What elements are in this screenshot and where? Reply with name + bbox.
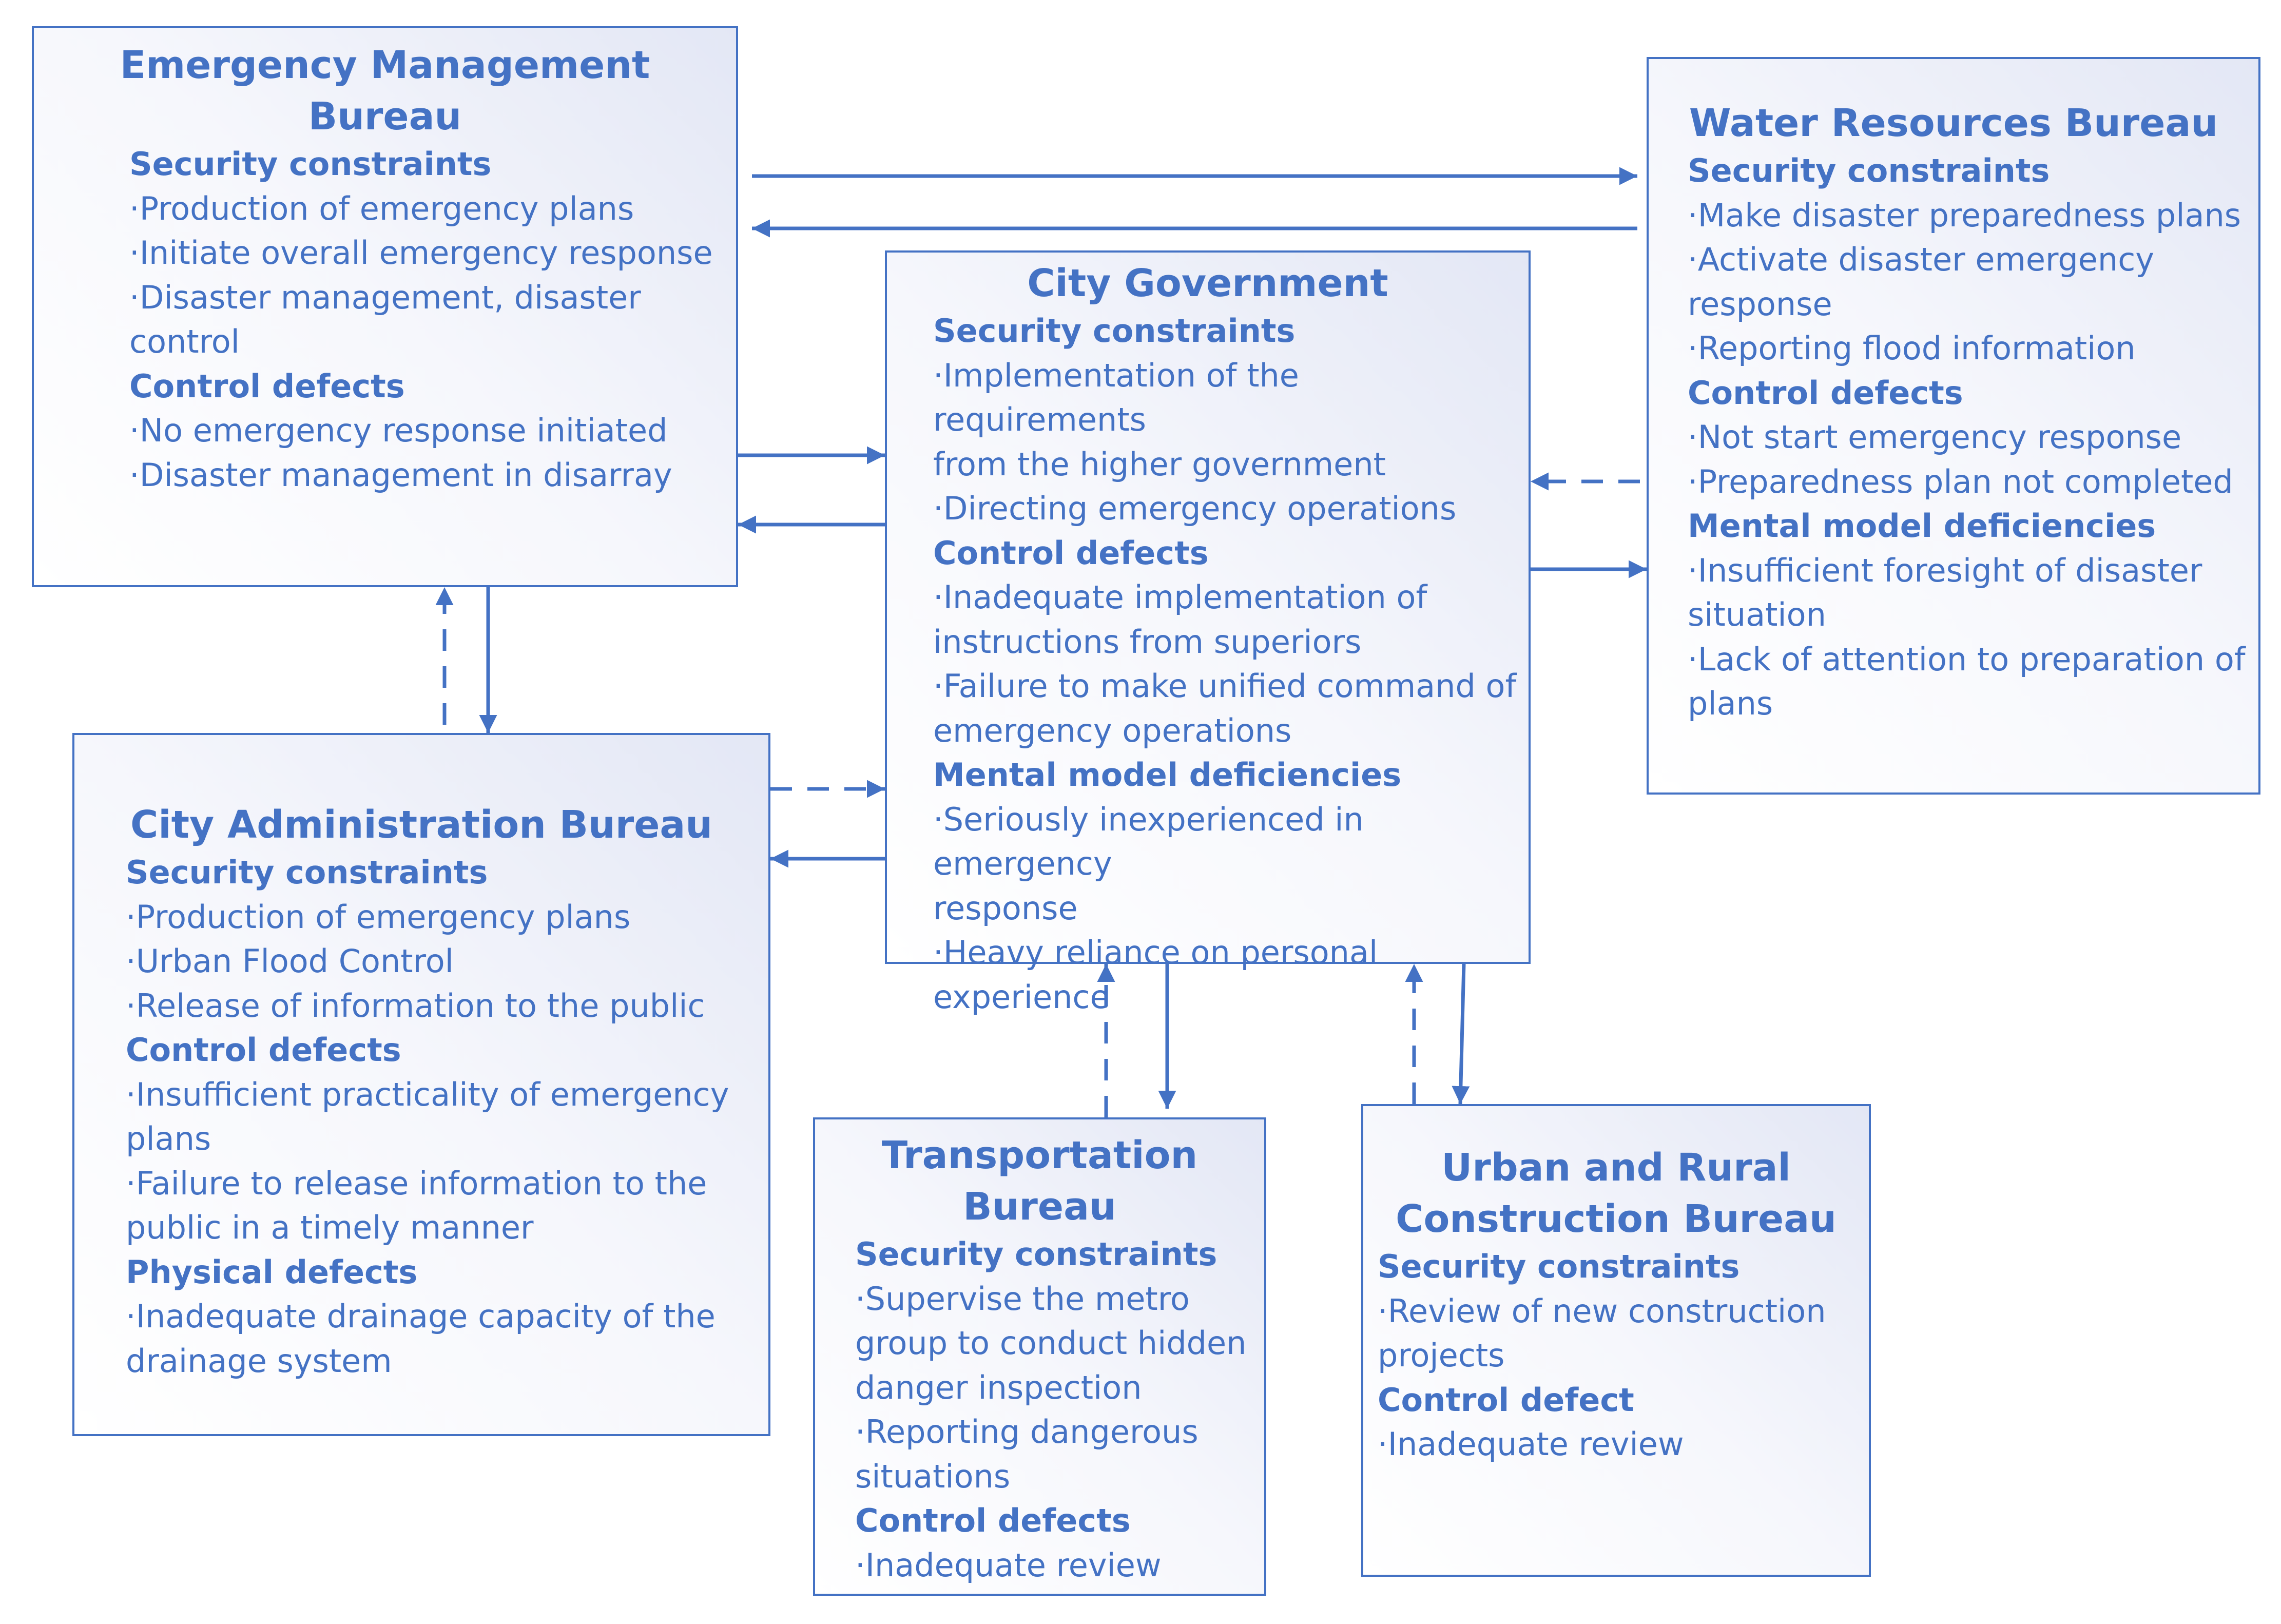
section-item: ·Inadequate drainage capacity of the dra… [126,1298,716,1380]
section-item: ·Inadequate implementation of instructio… [933,578,1427,661]
section-item: ·Not start emergency response [1688,418,2182,456]
box-title: City Administration Bureau [130,803,713,847]
water-resources-bureau-content: Water Resources Bureau Security constrai… [1649,98,2258,726]
section-heading: Security constraints [855,1235,1217,1273]
box-title: Transportation Bureau [881,1133,1198,1229]
urban-rural-construction-bureau-box: Urban and Rural Construction Bureau Secu… [1361,1104,1871,1577]
section-item: ·Lack of attention to preparation of pla… [1688,640,2246,723]
city-administration-bureau-content: City Administration Bureau Security cons… [74,799,768,1383]
section-item: ·Initiate overall emergency response [129,234,713,272]
section-heading: Control defects [1688,374,1963,412]
box-sections: Security constraints ·Make disaster prepa… [1649,149,2258,726]
box-title: City Government [1027,261,1388,305]
section-item: ·Inadequate review [1378,1425,1684,1463]
section-heading: Mental model deficiencies [1688,507,2156,545]
section-heading: Control defect [1378,1381,1634,1419]
section-item: ·Failure to make unified command of emer… [933,667,1517,749]
box-sections: Security constraints ·Production of emerg… [74,850,768,1383]
section-item: ·Insufficient foresight of disaster situ… [1688,551,2202,634]
box-sections: Security constraints ·Supervise the metro… [815,1232,1264,1588]
box-sections: Security constraints ·Review of new const… [1363,1245,1869,1467]
section-heading: Security constraints [126,854,488,891]
water-resources-bureau-box: Water Resources Bureau Security constrai… [1647,57,2260,795]
emergency-management-bureau-box: Emergency Management Bureau Security con… [32,26,738,587]
section-item: ·Inadequate review [855,1546,1162,1584]
section-item: ·Seriously inexperienced in emergency re… [933,800,1364,927]
box-sections: Security constraints ·Implementation of t… [887,309,1529,1019]
section-heading: Physical defects [126,1253,418,1291]
section-item: ·Urban Flood Control [126,942,454,980]
section-item: ·Preparedness plan not completed [1688,462,2233,500]
city-government-box: City Government Security constraints ·Imp… [885,250,1531,1016]
box-sections: Security constraints ·Production of emerg… [34,142,736,497]
transportation-bureau-box: Transportation Bureau Security constrain… [813,1117,1266,1596]
section-item: ·Make disaster preparedness plans [1688,196,2241,234]
section-item: ·Disaster management, disaster control [129,278,641,361]
section-item: ·Release of information to the public [126,987,705,1024]
transportation-bureau-content: Transportation Bureau Security constrain… [815,1130,1264,1588]
section-heading: Security constraints [129,145,492,183]
section-item: ·Activate disaster emergency response [1688,241,2154,323]
urban-rural-construction-bureau-content: Urban and Rural Construction Bureau Secu… [1363,1142,1869,1467]
section-heading: Control defects [129,367,405,405]
section-item: ·No emergency response initiated [129,412,668,449]
section-heading: Control defects [126,1031,401,1069]
section-item: ·Implementation of the requirements from… [933,356,1386,483]
section-item: ·Production of emergency plans [129,189,634,227]
section-heading: Security constraints [1688,152,2050,189]
section-item: ·Production of emergency plans [126,898,631,936]
section-item: ·Supervise the metro group to conduct hi… [855,1280,1247,1406]
city-government-content: City Government Security constraints ·Imp… [887,258,1529,1019]
section-heading: Mental model deficiencies [933,756,1402,794]
section-heading: Security constraints [933,312,1296,350]
arrow-citygov-to-urban [1452,963,1470,1105]
section-heading: Security constraints [1378,1248,1740,1285]
box-title: Water Resources Bureau [1689,101,2218,145]
emergency-management-bureau-content: Emergency Management Bureau Security con… [34,40,736,497]
section-item: ·Heavy reliance on personal experience [933,934,1378,1016]
section-item: ·Failure to release information to the p… [126,1164,707,1247]
section-item: ·Review of new construction projects [1378,1292,1826,1375]
box-title: Urban and Rural Construction Bureau [1396,1146,1837,1241]
section-heading: Control defects [933,534,1209,572]
section-item: ·Disaster management in disarray [129,456,672,494]
section-item: ·Reporting flood information [1688,330,2136,367]
section-item: ·Insufficient practicality of emergency … [126,1075,729,1158]
city-administration-bureau-box: City Administration Bureau Security cons… [72,733,770,1436]
section-heading: Control defects [855,1502,1131,1539]
section-item: ·Reporting dangerous situations [855,1413,1199,1495]
section-item: ·Directing emergency operations [933,490,1457,527]
box-title: Emergency Management Bureau [120,43,650,139]
